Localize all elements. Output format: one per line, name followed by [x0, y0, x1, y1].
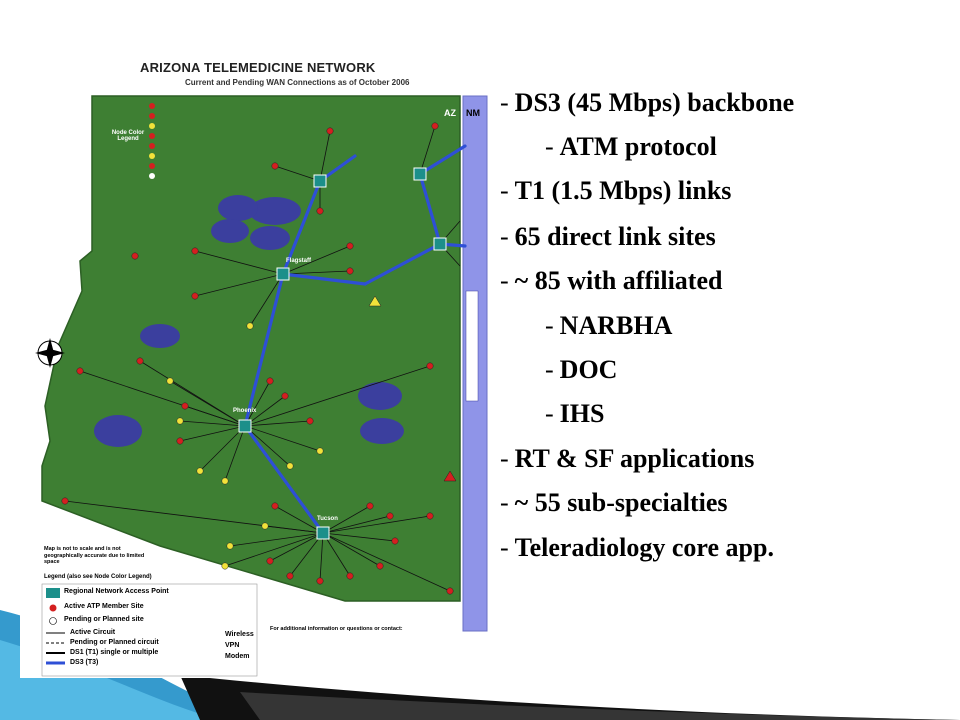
bullet-dash: - [545, 399, 554, 428]
bullet-subspecialties: -~ 55 sub-specialties [500, 490, 728, 516]
legend-panel [41, 583, 258, 677]
state-label-nm: NM [466, 108, 480, 118]
legend-item-ds3: DS3 (T3) [70, 659, 99, 666]
map-subtitle: Current and Pending WAN Connections as o… [185, 78, 410, 87]
bullet-text: 65 direct link sites [514, 222, 716, 251]
hub-label-phoenix: Phoenix [233, 408, 257, 414]
compass-icon [35, 338, 65, 368]
bullet-backbone: -DS3 (45 Mbps) backbone [500, 90, 794, 116]
legend-item-wireless: Wireless [225, 631, 254, 638]
bullet-text: DS3 (45 Mbps) backbone [514, 88, 795, 117]
bullet-text: ~ 55 sub-specialties [514, 488, 728, 517]
active-site-legend-swatch [49, 604, 57, 612]
legend-heading: Legend (also see Node Color Legend) [44, 574, 152, 580]
contact-note: For additional information or questions … [270, 626, 403, 632]
bullet-dash: - [500, 176, 509, 205]
legend-item-ds1: DS1 (T1) single or multiple [70, 649, 159, 656]
map-scale-note: Map is not to scale and is not geographi… [44, 546, 145, 566]
telemedicine-network-map: ARIZONA TELEMEDICINE NETWORK Current and… [20, 46, 495, 678]
bullet-dash: - [500, 266, 509, 295]
legend-item-hub: Regional Network Access Point [64, 588, 169, 595]
network-map-graphic [35, 95, 488, 677]
bullet-text: NARBHA [559, 311, 673, 340]
bullet-dash: - [500, 88, 509, 117]
bullet-dash: - [500, 488, 509, 517]
nm-site-column [465, 290, 479, 402]
node-color-legend [96, 101, 155, 179]
pending-site-legend-swatch [49, 617, 57, 625]
bullet-text: DOC [559, 355, 618, 384]
bullet-dash: - [500, 444, 509, 473]
bullet-dash: - [545, 355, 554, 384]
hub-legend-swatch [46, 588, 60, 598]
bullet-narbha: -NARBHA [545, 313, 672, 339]
hub-label-flagstaff: Flagstaff [286, 258, 312, 264]
bullet-atm: -ATM protocol [545, 134, 717, 160]
bullet-text: RT & SF applications [514, 444, 755, 473]
bullet-text: ~ 85 with affiliated [514, 266, 723, 295]
legend-item-active-site: Active ATP Member Site [64, 603, 144, 610]
bullet-dash: - [500, 533, 509, 562]
legend-item-pending-site: Pending or Planned site [64, 616, 144, 623]
hub-label-tucson: Tucson [317, 516, 338, 522]
legend-item-active-circuit: Active Circuit [70, 629, 116, 636]
bullet-dash: - [545, 132, 554, 161]
node-color-legend-label: Node Color Legend [111, 130, 145, 142]
legend-item-pending-circuit: Pending or Planned circuit [70, 639, 159, 646]
arizona-state-shape [41, 95, 461, 602]
ds3-backbone [243, 144, 467, 535]
bullet-text: ATM protocol [559, 132, 717, 161]
bullet-text: T1 (1.5 Mbps) links [514, 176, 732, 205]
bullet-teleradiology: -Teleradiology core app. [500, 535, 774, 561]
bullet-affiliated: -~ 85 with affiliated [500, 268, 722, 294]
bullet-t1: -T1 (1.5 Mbps) links [500, 178, 731, 204]
bullet-direct-sites: -65 direct link sites [500, 224, 716, 250]
regional-hubs [238, 167, 447, 540]
map-title: ARIZONA TELEMEDICINE NETWORK [140, 60, 376, 75]
bullet-dash: - [500, 222, 509, 251]
bullet-dash: - [545, 311, 554, 340]
network-clouds [94, 195, 404, 447]
bullet-doc: -DOC [545, 357, 617, 383]
state-label-az: AZ [444, 108, 456, 118]
legend-item-vpn: VPN [225, 642, 240, 649]
bullet-text: Teleradiology core app. [514, 533, 774, 562]
bullet-text: IHS [559, 399, 605, 428]
t1-links [64, 125, 461, 592]
legend-item-modem: Modem [225, 653, 250, 660]
member-sites [61, 122, 457, 595]
bullet-ihs: -IHS [545, 401, 604, 427]
bullet-rt-sf: -RT & SF applications [500, 446, 754, 472]
